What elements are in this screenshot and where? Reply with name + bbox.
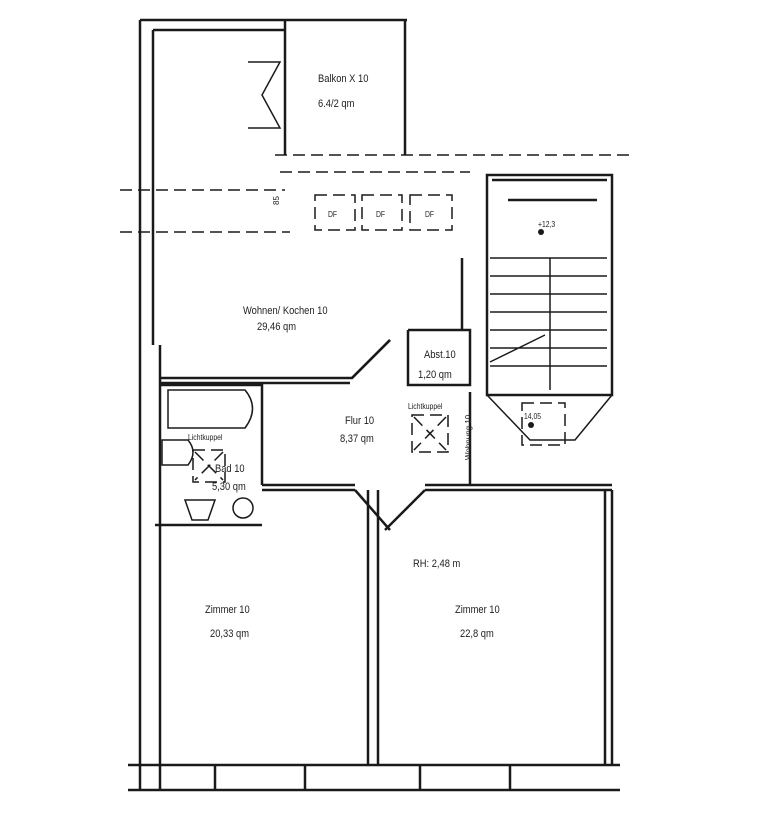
- df-box-2: [361, 194, 403, 231]
- room-area-bad: 5,30 qm: [212, 481, 246, 493]
- wc-tank: [161, 439, 194, 466]
- room-name-abst: Abst.10: [424, 349, 456, 361]
- room-area-flur: 8,37 qm: [340, 433, 374, 445]
- door-leaves: [351, 339, 426, 531]
- room-name-wohnen: Wohnen/ Kochen 10: [243, 305, 328, 317]
- landing-funnel: [486, 394, 613, 441]
- room-area-zimmer-2: 22,8 qm: [460, 628, 494, 640]
- dashed-line-85a: [120, 189, 290, 233]
- room-area-wohnen: 29,46 qm: [257, 321, 296, 333]
- toilet: [183, 499, 217, 521]
- df-label-1: DF: [328, 210, 338, 219]
- bathtub: [167, 389, 254, 429]
- apartment-label: Wohnung 10: [464, 414, 473, 460]
- balcony-door: [248, 61, 282, 129]
- outer-wall-left: [138, 20, 162, 790]
- level-marker-landing: [528, 422, 534, 428]
- level-marker-top: [538, 229, 544, 235]
- room-height-label: RH: 2,48 m: [413, 558, 461, 570]
- window-bottom: [213, 765, 512, 790]
- bottom-wall: [128, 763, 620, 792]
- landing-box: [521, 402, 566, 446]
- dimension-85: 85: [272, 196, 281, 205]
- room-divider-mid: [366, 490, 380, 765]
- level-label-landing: 14,05: [524, 412, 542, 421]
- sink: [232, 497, 254, 519]
- abst-walls: [406, 328, 472, 387]
- dashed-roof-line-top: [275, 154, 635, 173]
- df-box-1: [314, 194, 356, 231]
- room-name-bad: Bad 10: [215, 463, 245, 475]
- balcony-walls: [283, 20, 407, 155]
- room-name-zimmer-1: Zimmer 10: [205, 604, 250, 616]
- right-wall: [603, 490, 614, 765]
- room-name-balkon: Balkon X 10: [318, 73, 369, 85]
- skylight-label-bad: Lichtkuppel: [188, 433, 223, 442]
- bath-walls: [155, 383, 264, 527]
- room-area-balkon: 6.4/2 qm: [318, 98, 355, 110]
- df-box-3: [409, 194, 453, 231]
- df-label-3: DF: [425, 210, 435, 219]
- room-area-abst: 1,20 qm: [418, 369, 452, 381]
- living-lower-wall: [160, 339, 391, 385]
- room-name-flur: Flur 10: [345, 415, 375, 427]
- df-label-2: DF: [376, 210, 386, 219]
- level-label-top: +12,3: [538, 220, 556, 229]
- stair-steps: [489, 257, 607, 390]
- skylight-bad: [192, 449, 226, 483]
- room-name-zimmer-2: Zimmer 10: [455, 604, 500, 616]
- room-area-zimmer-1: 20,33 qm: [210, 628, 249, 640]
- skylight-flur: [411, 414, 449, 453]
- hall-right-wall: [460, 258, 472, 485]
- skylight-label-flur: Lichtkuppel: [408, 402, 443, 411]
- room-divider-top: [262, 483, 612, 492]
- outer-wall-top: [140, 18, 407, 32]
